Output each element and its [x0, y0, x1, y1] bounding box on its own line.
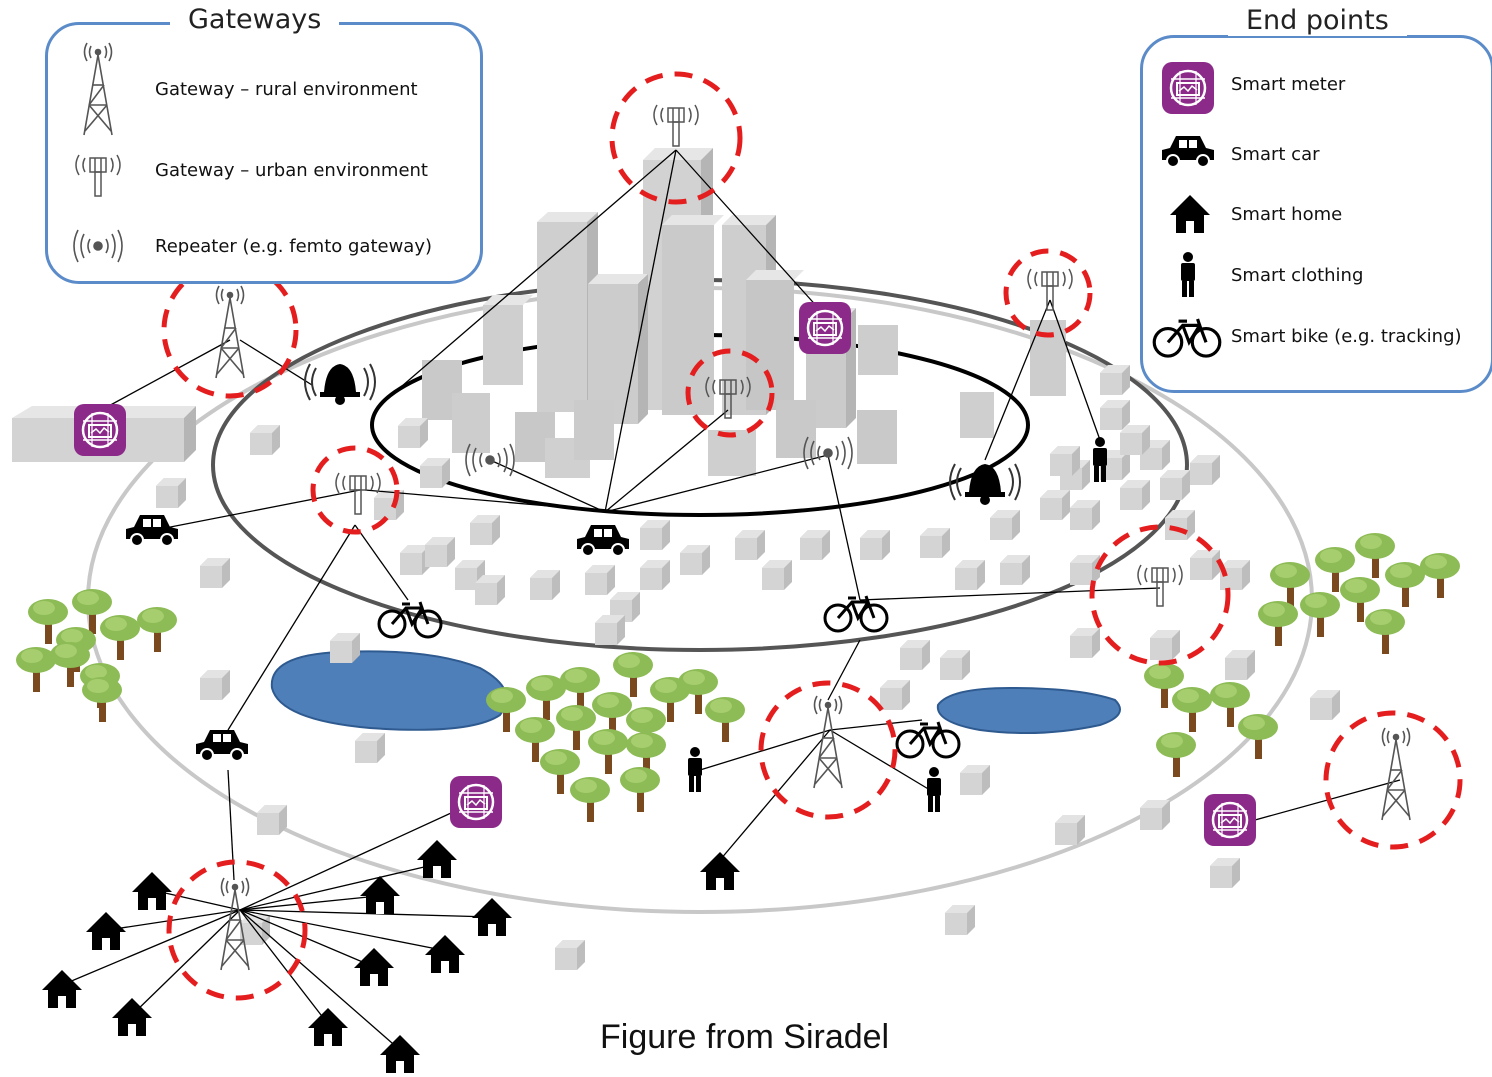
repeater-label: Repeater (e.g. femto gateway) [155, 236, 432, 257]
car-icon [576, 524, 630, 557]
smart-home-label: Smart home [1231, 204, 1343, 225]
highlight-circle [609, 71, 743, 205]
house-icon [112, 998, 152, 1036]
urban-gateway-antenna-icon [1137, 564, 1183, 607]
bell-icon [949, 463, 1021, 506]
highlight-circle [758, 680, 898, 820]
smart-meter-label: Smart meter [1231, 74, 1346, 95]
house-icon [354, 948, 394, 986]
house-icon [380, 1035, 420, 1073]
bike-icon [895, 720, 961, 759]
endpoints-legend-title: End points [1228, 5, 1407, 36]
connection-links [61, 149, 1401, 1051]
smart-bike-label: Smart bike (e.g. tracking) [1231, 326, 1462, 347]
person-icon [688, 747, 702, 792]
highlight-circle [685, 348, 775, 438]
house-icon [700, 852, 740, 890]
smart-clothing-label: Smart clothing [1231, 265, 1364, 286]
house-icon [42, 970, 82, 1008]
smart-meter-icon [1160, 60, 1216, 116]
gateway-rural-label: Gateway – rural environment [155, 79, 418, 100]
person-icon [927, 767, 941, 812]
house-icon [417, 840, 457, 878]
bell-icon [304, 363, 376, 406]
house-icon [308, 1008, 348, 1046]
highlight-circle [1323, 710, 1463, 850]
rural-gateway-tower-icon [813, 695, 843, 789]
urban-gateway-antenna-icon [1027, 268, 1073, 311]
house-icon [132, 872, 172, 910]
figure-caption: Figure from Siradel [600, 1018, 890, 1056]
car-icon [195, 729, 249, 762]
house-icon [86, 912, 126, 950]
rural-gateway-tower-icon [215, 285, 245, 379]
house-icon [425, 935, 465, 973]
highlight-circle [166, 859, 308, 1001]
bike-icon [1152, 317, 1222, 358]
highlight-circles [161, 71, 1463, 1001]
house-icon [1170, 195, 1210, 233]
highlight-circle [1089, 524, 1231, 666]
urban-gateway-antenna-icon [653, 104, 699, 147]
urban-gateway-antenna-icon [75, 154, 121, 197]
smart-meter-icon [797, 300, 853, 356]
rural-gateway-tower-icon [1381, 727, 1411, 821]
repeater-icon [73, 229, 123, 263]
house-icon [472, 898, 512, 936]
house-icon [360, 876, 400, 914]
bike-icon [823, 594, 889, 633]
car-icon [125, 514, 179, 547]
person-icon [1181, 252, 1195, 297]
smart-meter-icon [72, 402, 128, 458]
highlight-circle [1003, 248, 1093, 338]
highlight-circle [310, 445, 400, 535]
lake-west [270, 650, 508, 731]
lake-east [936, 686, 1121, 735]
rural-gateway-tower-icon [83, 42, 113, 136]
smart-meter-icon [1202, 792, 1258, 848]
smart-meter-icon [448, 774, 504, 830]
car-icon [1161, 135, 1215, 168]
gateway-urban-label: Gateway – urban environment [155, 160, 428, 181]
gateways-legend-title: Gateways [170, 4, 340, 35]
city-center-skyscrapers [12, 148, 1066, 478]
smart-car-label: Smart car [1231, 144, 1320, 165]
